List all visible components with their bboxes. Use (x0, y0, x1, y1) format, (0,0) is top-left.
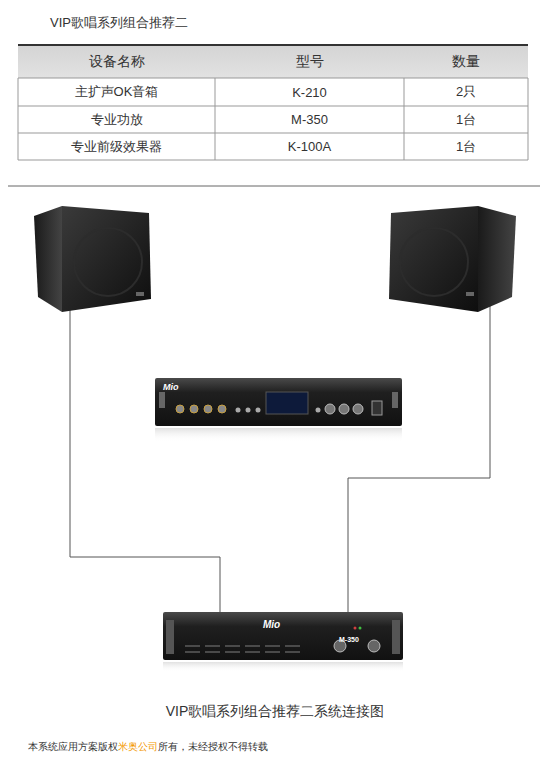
vent-slot (245, 651, 260, 653)
rack-ear (159, 392, 165, 408)
small-knob (246, 408, 251, 413)
vent-slot (265, 645, 280, 647)
table-cell: K-100A (215, 133, 404, 160)
vent-slot (225, 645, 240, 647)
copyright-note: 本系统应用方案版权米奥公司所有，未经授权不得转载 (28, 740, 268, 754)
vent-slots (185, 646, 300, 652)
vent-slot (265, 651, 280, 653)
table-cell: 1台 (404, 133, 528, 160)
table-cell: 专业功放 (18, 106, 215, 133)
speaker-front (62, 206, 151, 312)
vent-slot (185, 651, 200, 653)
note-text: 本系统应用方案版权 (28, 740, 118, 754)
vent-slot (285, 651, 300, 653)
figure-caption: VIP歌唱系列组合推荐二系统连接图 (0, 703, 550, 721)
volume-knob (368, 640, 380, 652)
table-rule (18, 78, 19, 160)
input-jack (204, 405, 212, 413)
lcd-display (266, 392, 308, 414)
vent-slot (205, 645, 220, 647)
speaker-grille (400, 228, 468, 296)
rack-ear (392, 392, 398, 408)
control-knob (353, 404, 363, 414)
vent-slot (225, 651, 240, 653)
vent-slot (205, 651, 220, 653)
small-knob (256, 408, 261, 413)
control-knob (325, 404, 335, 414)
processor-reflection (155, 428, 402, 442)
power-switch (372, 401, 382, 415)
table-rule (18, 133, 528, 134)
table-rule (18, 78, 528, 79)
model-badge: M-350 (339, 636, 359, 643)
table-top-rule (18, 44, 528, 46)
separator-rule (8, 186, 540, 187)
input-jack (190, 405, 198, 413)
note-text: 所有，未经授权不得转载 (158, 740, 268, 754)
input-jack (176, 405, 184, 413)
table-rule (404, 78, 405, 160)
speaker-badge (466, 292, 474, 296)
table-rule (528, 78, 529, 160)
vent-slot (185, 645, 200, 647)
company-name: 米奥公司 (118, 740, 158, 754)
rack-ear (392, 620, 400, 654)
rack-ear (166, 620, 174, 654)
speaker-wire (348, 306, 490, 612)
indicator-led (359, 627, 362, 630)
table-rule (18, 160, 528, 161)
table-rule (215, 78, 216, 160)
table-cell: 1台 (404, 106, 528, 133)
speaker-front (389, 206, 478, 312)
table-header-band (18, 45, 528, 78)
brand-logo: Mio (263, 620, 280, 630)
vent-slot (285, 645, 300, 647)
page-title: VIP歌唱系列组合推荐二 (50, 14, 188, 32)
table-header-cell: 设备名称 (18, 45, 215, 78)
speaker-badge (136, 292, 144, 296)
table-cell: 2只 (404, 78, 528, 106)
table-header-cell: 型号 (215, 45, 404, 78)
table-rule (18, 106, 528, 107)
speaker-side (478, 206, 516, 312)
indicator-led (354, 627, 357, 630)
small-knob (316, 408, 321, 413)
speaker-grille (74, 228, 142, 296)
brand-logo: Mio (163, 383, 179, 392)
speaker-side (34, 206, 62, 312)
small-knob (236, 408, 241, 413)
table-cell: 专业前级效果器 (18, 133, 215, 160)
vent-slot (245, 645, 260, 647)
power-amplifier: MioM-350 (163, 612, 403, 660)
control-knob (339, 404, 349, 414)
table-header-cell: 数量 (404, 45, 528, 78)
input-jack (218, 405, 226, 413)
table-cell: K-210 (215, 78, 404, 106)
processor-chassis (155, 378, 402, 426)
amplifier-chassis (163, 612, 403, 660)
amplifier-reflection (163, 662, 403, 672)
table-cell: 主扩声OK音箱 (18, 78, 215, 106)
effects-processor: Mio (155, 378, 402, 426)
table-cell: M-350 (215, 106, 404, 133)
speaker-wire (70, 306, 220, 612)
